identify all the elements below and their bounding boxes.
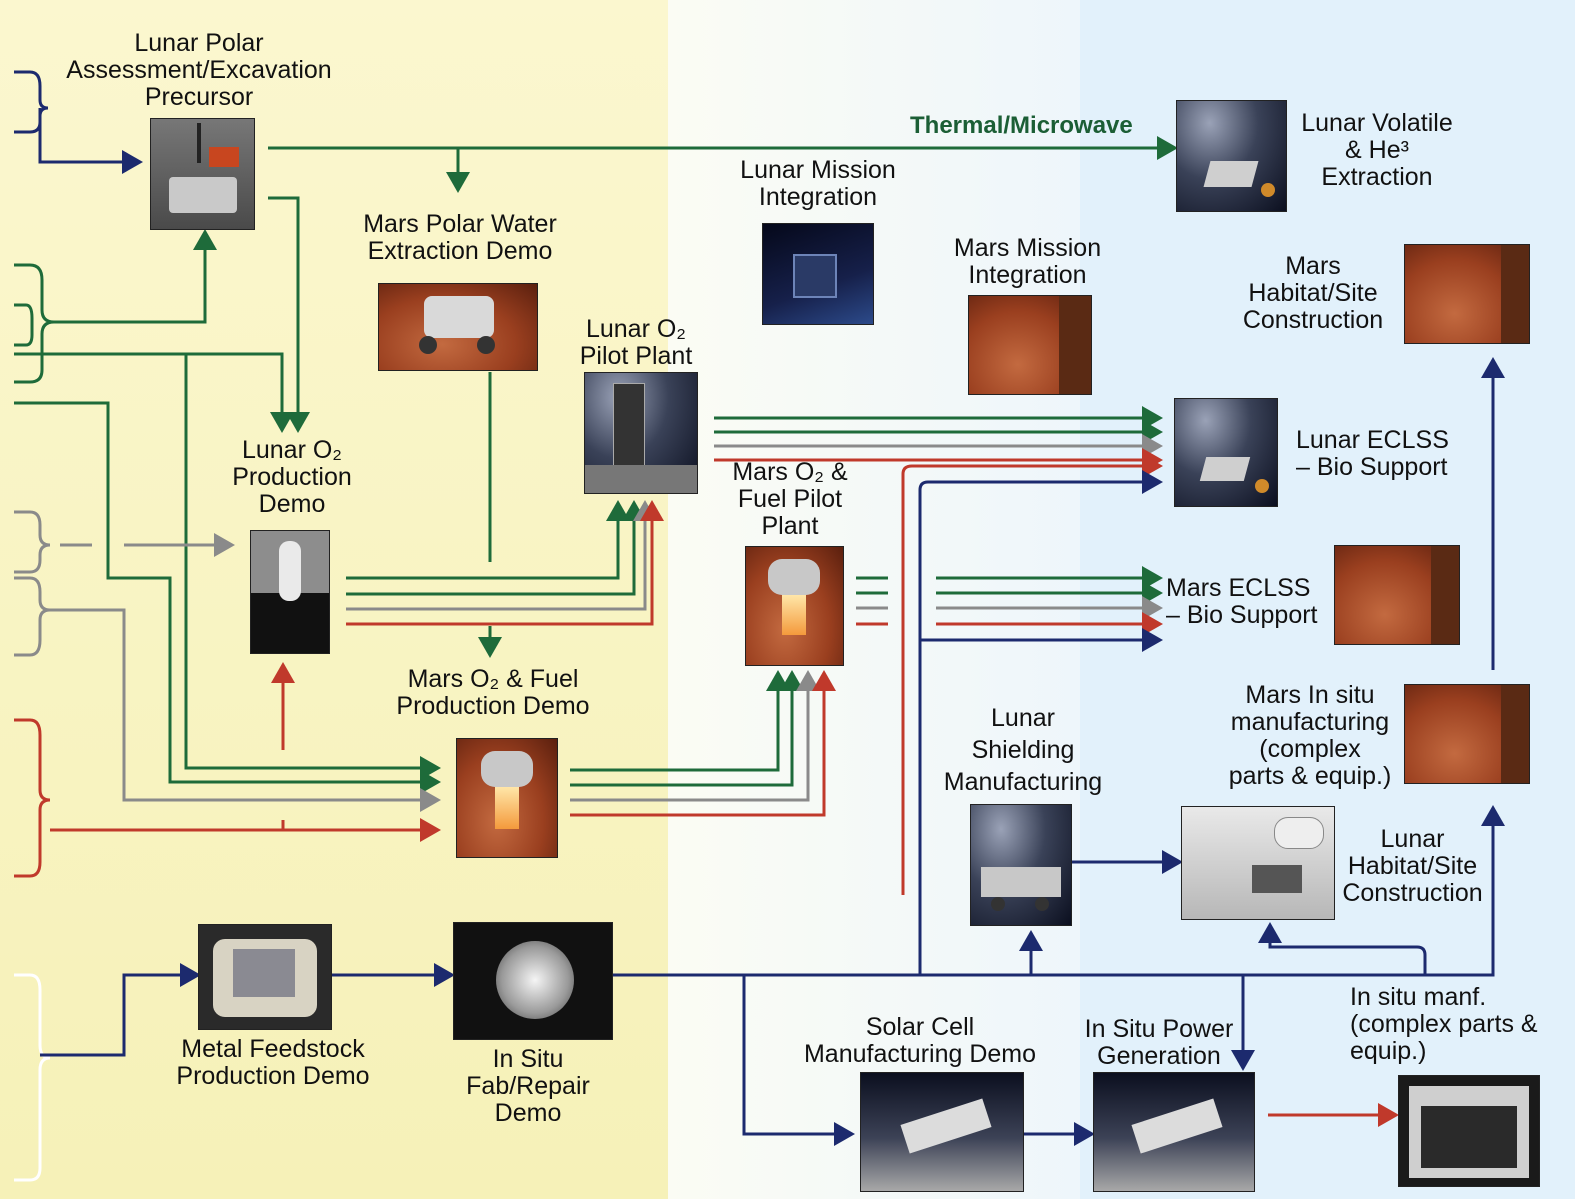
lunar-eclss-image — [1174, 398, 1278, 507]
lunar-eclss-label: Lunar ECLSS– Bio Support — [1296, 426, 1449, 481]
lunar-volatile-extraction-image — [1176, 100, 1287, 212]
bracket-green — [14, 263, 55, 384]
mars-eclss-image — [1334, 545, 1460, 645]
mars-o2-fuel-production-demo-image — [456, 738, 558, 858]
lunar-shielding-image — [970, 804, 1072, 926]
lunar-polar-rover-image — [150, 118, 255, 230]
mars-polar-water-rover-image — [378, 283, 538, 371]
lunar-o2-production-demo-image — [250, 530, 330, 654]
mars-habitat-image — [1404, 244, 1530, 344]
bracket-red — [14, 718, 51, 878]
bracket-green-inner — [14, 303, 34, 347]
lunar-habitat-image — [1181, 806, 1335, 920]
lunar-o2-pilot-plant-image — [584, 372, 698, 494]
mars-o2-fuel-pilot-plant-image — [745, 546, 844, 666]
mars-insitu-manufacturing-image — [1404, 684, 1530, 784]
insitu-power-generation-image — [1093, 1072, 1255, 1192]
insitu-manf-label: In situ manf.(complex parts &equip.) — [1350, 983, 1538, 1065]
metal-feedstock-image — [198, 924, 332, 1030]
solar-cell-manufacturing-image — [860, 1072, 1024, 1192]
insitu-fab-turbine-image — [453, 922, 613, 1040]
lunar-mission-integration-image — [762, 223, 874, 325]
mars-eclss-label: Mars ECLSS– Bio Support — [1166, 574, 1318, 629]
background-transition-region — [668, 0, 1080, 1199]
thermal-microwave-label: Thermal/Microwave — [910, 112, 1133, 139]
bracket-white — [14, 973, 51, 1182]
bracket-navy-top — [14, 70, 49, 134]
bracket-grey-inner — [14, 576, 51, 657]
insitu-manf-machine-image — [1398, 1075, 1540, 1187]
bracket-grey — [14, 510, 51, 574]
mars-mission-integration-image — [968, 295, 1092, 395]
